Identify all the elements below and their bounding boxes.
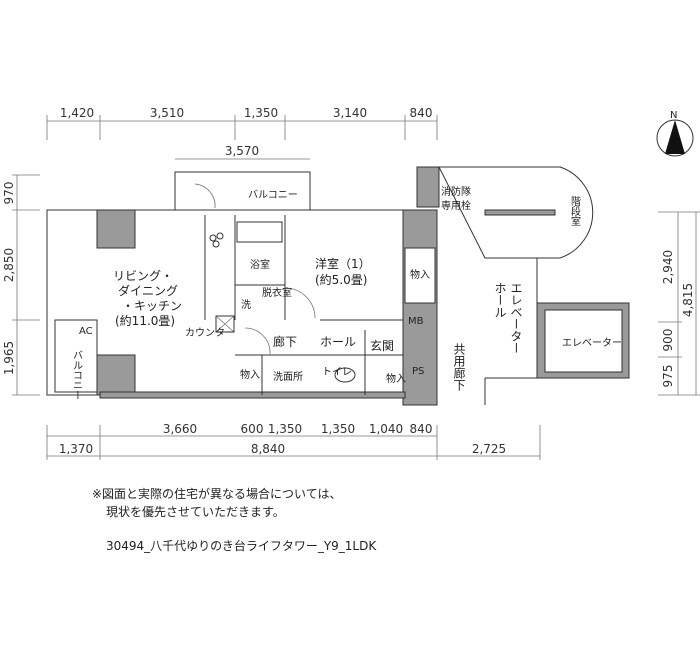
label-ldk: ダイニング [118, 283, 178, 298]
label-western: 洋室（1） [315, 256, 371, 271]
label-ldk: ・キッチン [122, 299, 182, 313]
dim-right: 975 [661, 365, 675, 388]
label-hall: ホール [320, 335, 356, 349]
dim-bottom: 1,040 [369, 422, 403, 436]
dim-top: 1,420 [60, 106, 94, 120]
unit-walls [46, 171, 438, 406]
dim-left: 1,965 [2, 341, 16, 375]
label-toilet: トイレ [322, 367, 352, 378]
label-ev-hall: エレベーター [509, 282, 523, 354]
dim-top: 3,140 [333, 106, 367, 120]
dim-bottom: 3,660 [163, 422, 197, 436]
dim-right-total: 4,815 [681, 283, 695, 317]
dim-right: 2,940 [661, 250, 675, 284]
dim-top: 840 [410, 106, 433, 120]
label-balcony-side: バルコニー [71, 350, 83, 400]
label-ac: AC [79, 326, 93, 337]
dim-balcony: 3,570 [225, 144, 259, 158]
top-dimensions: 1,420 3,510 1,350 3,140 840 3,570 [46, 106, 438, 160]
bottom-dimensions: 3,660 600 1,350 1,350 1,040 840 1,370 8,… [46, 422, 541, 460]
label-mb: MB [408, 316, 424, 327]
dim-bottom: 1,350 [268, 422, 302, 436]
compass-label: N [670, 110, 677, 121]
label-dressing: 脱衣室 [262, 286, 292, 299]
dim-right: 900 [661, 329, 675, 352]
label-storage: 物入 [240, 368, 260, 381]
dim-bottom: 1,350 [321, 422, 355, 436]
label-balcony: バルコニー [248, 189, 298, 201]
label-storage: 物入 [410, 268, 430, 281]
dim-top: 1,350 [244, 106, 278, 120]
dim-bottom: 600 [241, 422, 264, 436]
label-counter: カウンター [185, 327, 235, 339]
label-washroom: 洗面所 [273, 371, 303, 383]
dim-bottom: 2,725 [472, 442, 506, 456]
label-ldk: リビング・ [113, 269, 173, 283]
label-storage: 物入 [386, 372, 406, 385]
label-fire: 消防隊 [441, 185, 471, 198]
room-labels: バルコニー リビング・ ダイニング ・キッチン (約11.0畳) カウンター 浴… [71, 189, 431, 400]
label-entrance: 玄関 [370, 338, 394, 353]
label-western: (約5.0畳) [315, 272, 367, 287]
label-corridor: 廊下 [273, 334, 297, 349]
common-area: 消防隊 専用栓 階段室 エレベーター ホール エレベーター 共用廊下 [416, 166, 630, 405]
dim-bottom: 8,840 [251, 442, 285, 456]
plan-caption: 30494_八千代ゆりのき台ライフタワー_Y9_1LDK [106, 539, 377, 553]
left-dimensions: 970 2,850 1,965 [2, 174, 40, 396]
dim-left: 970 [2, 182, 16, 205]
label-elevator: エレベーター [562, 337, 622, 349]
dim-top: 3,510 [150, 106, 184, 120]
label-common-corridor: 共用廊下 [452, 343, 466, 391]
right-dimensions: 2,940 900 975 4,815 [658, 211, 700, 396]
dim-bottom: 840 [410, 422, 433, 436]
dim-left: 2,850 [2, 248, 16, 282]
compass-north-icon: N [656, 110, 694, 157]
label-fire: 専用栓 [441, 199, 471, 212]
label-wash: 洗 [241, 299, 251, 311]
disclaimer-line1: ※図面と実際の住宅が異なる場合については、 [92, 487, 342, 501]
label-ps: PS [412, 366, 424, 377]
disclaimer-line2: 現状を優先させていただきます。 [106, 505, 285, 519]
label-stairs: 階段室 [569, 196, 581, 226]
dim-bottom: 1,370 [59, 442, 93, 456]
label-ev-hall: ホール [493, 282, 507, 318]
label-bath: 浴室 [250, 258, 270, 271]
label-ldk: (約11.0畳) [115, 313, 175, 328]
